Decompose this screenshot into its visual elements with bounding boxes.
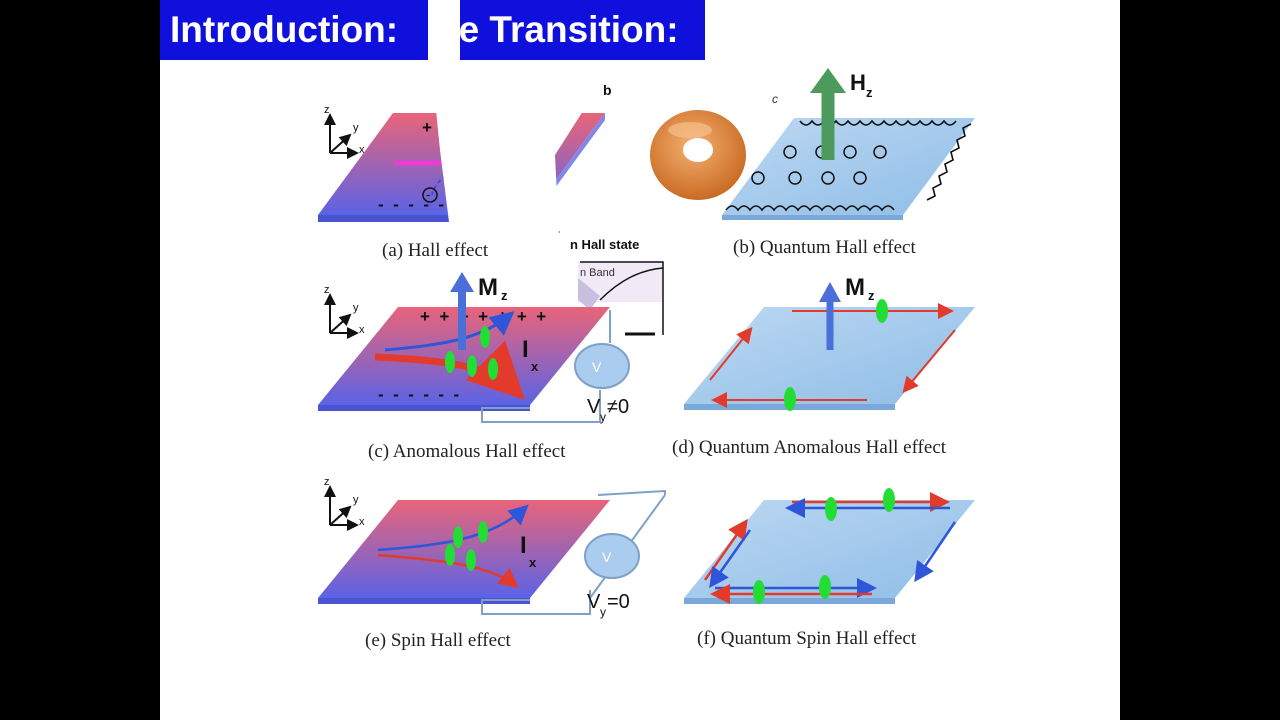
ah-plate: [318, 307, 610, 405]
hz-label: H: [850, 70, 866, 95]
panel-letter-c: c: [772, 92, 778, 106]
qah-plate: [684, 307, 975, 404]
svg-text:x: x: [359, 324, 365, 336]
svg-text:M: M: [845, 274, 865, 301]
overlay-hall-state: n Hall state: [570, 237, 639, 252]
ix-label-c: I: [522, 336, 529, 363]
svg-text:- - - - - -: - - - - - -: [378, 385, 459, 404]
caption-a: (a) Hall effect: [382, 240, 489, 261]
title-transition-text: ce Transition:: [460, 9, 679, 50]
qh-plate: [722, 118, 975, 215]
svg-text:x: x: [359, 516, 365, 528]
hall-effects-diagram: z y x + + + - - - - - - + -: [318, 0, 975, 619]
axis-y-label: y: [353, 122, 359, 134]
svg-text:x: x: [531, 359, 539, 374]
caption-d: (d) Quantum Anomalous Hall effect: [672, 437, 947, 458]
panel-c-anomalous-hall: z y x + + + + + + + - - - - - - M z I x …: [318, 272, 630, 424]
svg-text:-: -: [426, 187, 430, 202]
voltmeter-e: [584, 533, 640, 579]
inset-band-plot: [578, 261, 664, 336]
caption-c: (c) Anomalous Hall effect: [368, 441, 566, 462]
vy-c-label: V: [587, 396, 601, 418]
panel-b-quantum-hall: H z: [722, 68, 975, 220]
svg-text:V: V: [592, 359, 602, 375]
voltmeter-c: [574, 343, 630, 389]
title-transition: ce Transition:: [460, 0, 705, 60]
panel-letter-b: b: [603, 82, 612, 98]
panel-e-spin-hall: z y x I x V V y =0: [318, 476, 666, 619]
vy-e-label: V: [587, 591, 601, 613]
panel-d-quantum-anomalous-hall: M z: [684, 274, 975, 411]
svg-text:+ + + + + + +: + + + + + + +: [420, 307, 546, 326]
sh-plate: [318, 500, 610, 598]
svg-text:y: y: [353, 494, 359, 506]
svg-text:y: y: [600, 410, 606, 424]
overlay-band: n Band: [580, 267, 615, 279]
ix-label-e: I: [520, 532, 527, 559]
svg-text:y: y: [600, 605, 606, 619]
svg-text:y: y: [353, 302, 359, 314]
svg-text:- - - - - -: - - - - - -: [378, 195, 459, 214]
hz-sub: z: [866, 85, 873, 100]
axis-z-label: z: [324, 104, 330, 116]
axis-x-label: x: [359, 144, 365, 156]
svg-text:=0: =0: [607, 591, 630, 613]
axes-icon: [324, 113, 359, 159]
caption-f: (f) Quantum Spin Hall effect: [697, 628, 917, 649]
qsh-plate: [684, 500, 975, 598]
title-introduction: Introduction:: [160, 0, 428, 60]
svg-text:≠0: ≠0: [607, 396, 629, 418]
donut-torus-icon: [650, 110, 746, 200]
slide: z y x + + + - - - - - - + -: [160, 0, 1120, 720]
svg-text:z: z: [868, 288, 875, 303]
svg-text:M: M: [478, 274, 498, 301]
panel-f-quantum-spin-hall: [684, 488, 975, 604]
caption-b: (b) Quantum Hall effect: [733, 237, 916, 258]
svg-text:z: z: [324, 284, 330, 296]
svg-text:z: z: [324, 476, 330, 488]
caption-e: (e) Spin Hall effect: [365, 630, 511, 651]
transition-overlay: [425, 0, 590, 280]
svg-text:V: V: [602, 549, 612, 565]
svg-text:z: z: [501, 288, 508, 303]
svg-text:x: x: [529, 555, 537, 570]
